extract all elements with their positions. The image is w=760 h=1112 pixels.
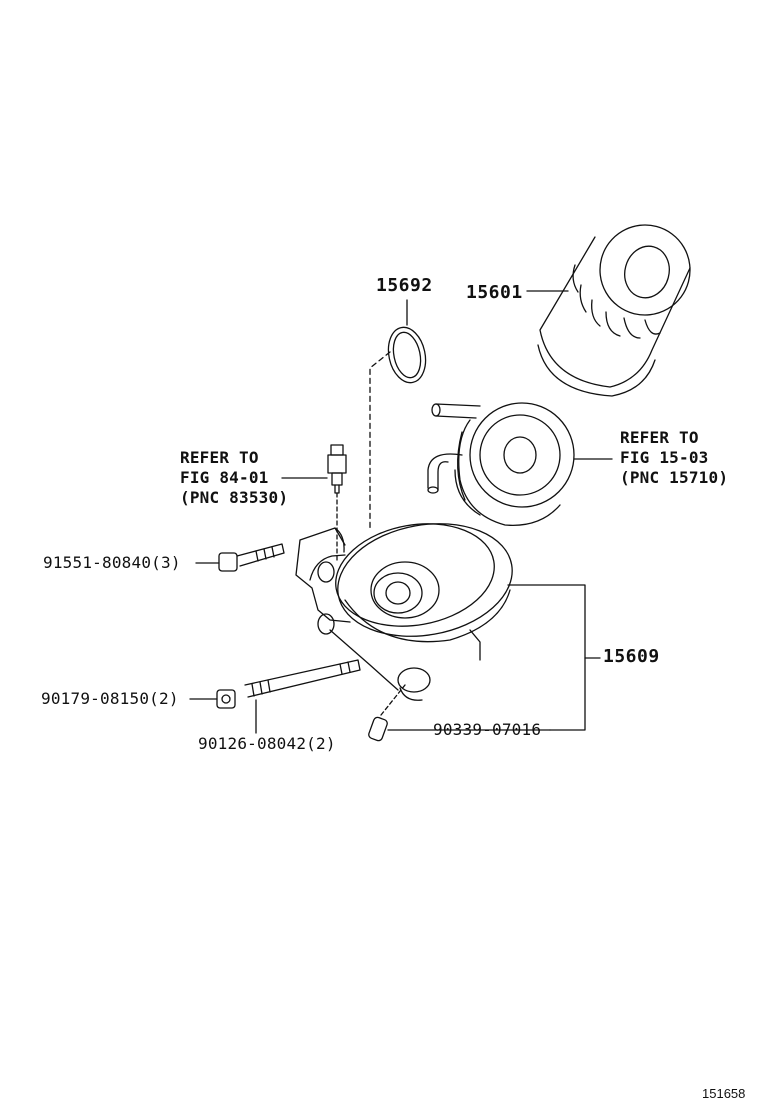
label-filter-bracket[interactable]: 15609 — [603, 646, 660, 667]
label-cooler-ref-line2[interactable]: FIG 15-03 — [620, 448, 709, 467]
oil-filter-illustration — [538, 215, 700, 396]
o-ring-illustration — [384, 324, 431, 386]
union-bolt-illustration — [368, 685, 405, 742]
label-bolt[interactable]: 91551-80840(3) — [43, 553, 181, 572]
nut-illustration — [217, 690, 235, 708]
stud-illustration — [245, 660, 360, 697]
bolt-illustration — [219, 544, 284, 571]
filter-bracket-illustration — [296, 511, 521, 701]
label-stud[interactable]: 90126-08042(2) — [198, 734, 336, 753]
o-ring-alignment-line — [370, 352, 390, 530]
label-union-bolt[interactable]: 90339-07016 — [433, 720, 542, 739]
pressure-sender-illustration — [328, 445, 346, 560]
oil-cooler-illustration — [428, 403, 574, 525]
leader-lines — [190, 291, 612, 733]
label-sender-ref-line1: REFER TO — [180, 448, 259, 467]
figure-number: 151658 — [702, 1086, 746, 1101]
label-sender-ref-line2[interactable]: FIG 84-01 — [180, 468, 269, 487]
label-o-ring[interactable]: 15692 — [376, 275, 433, 296]
label-nut[interactable]: 90179-08150(2) — [41, 689, 179, 708]
label-sender-ref-line3[interactable]: (PNC 83530) — [180, 488, 289, 507]
label-cooler-ref-line3[interactable]: (PNC 15710) — [620, 468, 729, 487]
label-cooler-ref-line1: REFER TO — [620, 428, 699, 447]
label-oil-filter[interactable]: 15601 — [466, 282, 523, 303]
